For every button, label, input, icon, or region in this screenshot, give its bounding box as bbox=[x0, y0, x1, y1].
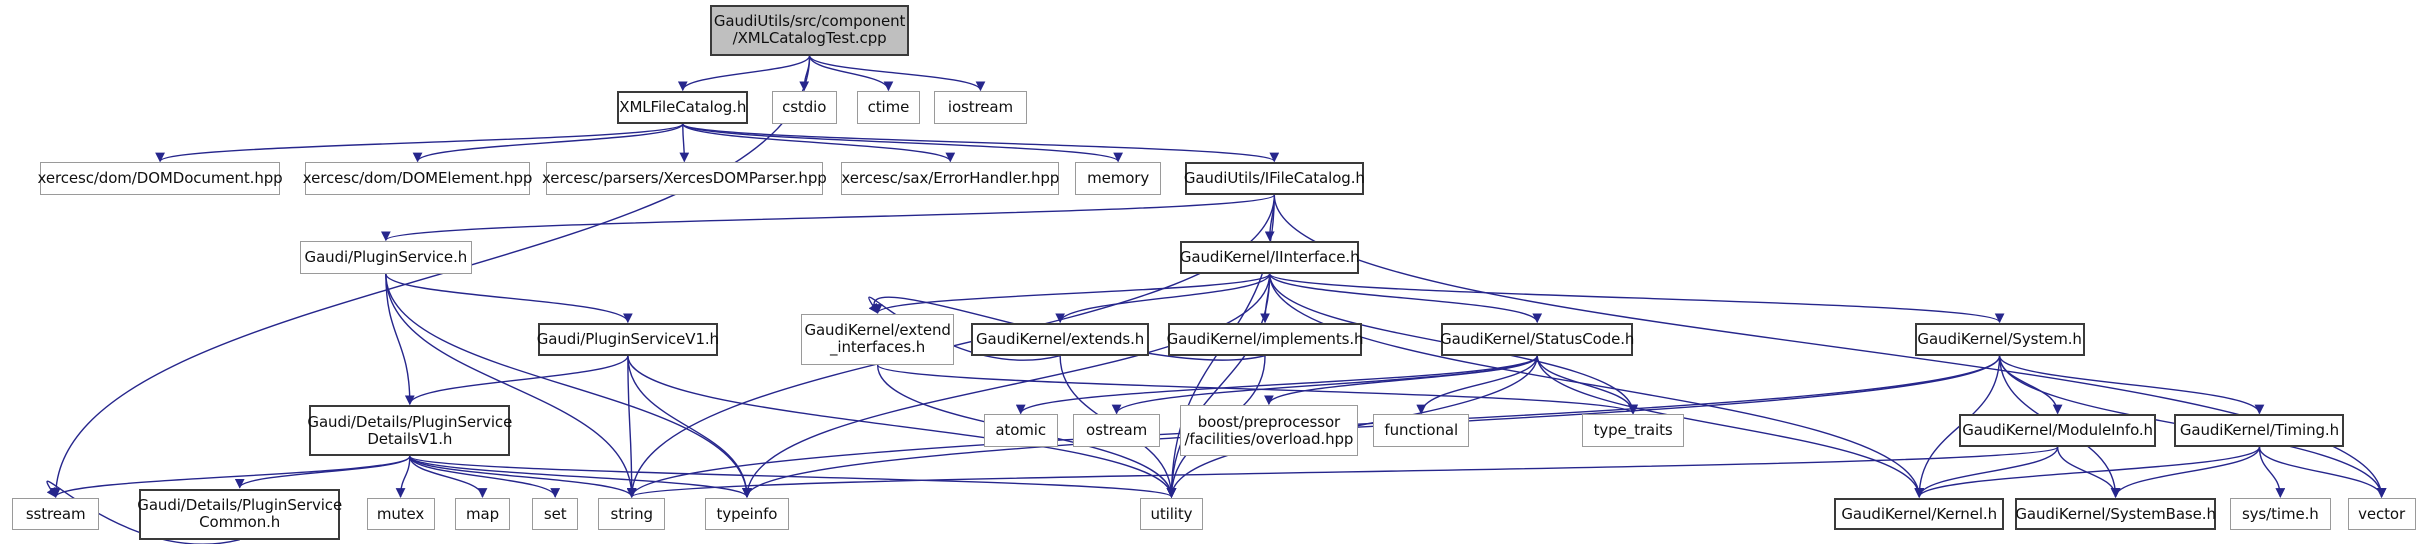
graph-node-pluginsvcv1[interactable]: Gaudi/PluginServiceV1.h bbox=[537, 323, 719, 356]
graph-node-moduleinfo[interactable]: GaudiKernel/ModuleInfo.h bbox=[1959, 414, 2156, 447]
graph-node-errhandler[interactable]: xercesc/sax/ErrorHandler.hpp bbox=[841, 162, 1060, 195]
graph-node-statuscode[interactable]: GaudiKernel/StatusCode.h bbox=[1440, 323, 1634, 356]
graph-node-functional[interactable]: functional bbox=[1373, 414, 1470, 447]
graph-node-implements[interactable]: GaudiKernel/implements.h bbox=[1167, 323, 1364, 356]
graph-node-mutex[interactable]: mutex bbox=[366, 497, 435, 531]
graph-node-ifilecat[interactable]: GaudiUtils/IFileCatalog.h bbox=[1184, 162, 1365, 195]
graph-node-iostream[interactable]: iostream bbox=[934, 91, 1027, 124]
graph-node-pscommon[interactable]: Gaudi/Details/PluginService Common.h bbox=[137, 488, 342, 540]
graph-node-ctime[interactable]: ctime bbox=[856, 91, 921, 124]
graph-node-ostream[interactable]: ostream bbox=[1073, 414, 1160, 447]
graph-node-pluginsvc[interactable]: Gaudi/PluginService.h bbox=[300, 241, 472, 274]
graph-node-iinterface[interactable]: GaudiKernel/IInterface.h bbox=[1180, 241, 1360, 274]
graph-node-string[interactable]: string bbox=[598, 497, 665, 531]
graph-node-system[interactable]: GaudiKernel/System.h bbox=[1914, 323, 2085, 356]
graph-node-domdoc[interactable]: xercesc/dom/DOMDocument.hpp bbox=[38, 162, 283, 195]
graph-node-extendint[interactable]: GaudiKernel/extend _interfaces.h bbox=[801, 313, 955, 365]
graph-node-atomic[interactable]: atomic bbox=[983, 414, 1058, 447]
graph-node-sstream[interactable]: sstream bbox=[12, 497, 99, 531]
graph-node-map[interactable]: map bbox=[454, 497, 511, 531]
graph-node-xmlfc[interactable]: XMLFileCatalog.h bbox=[617, 91, 749, 124]
graph-node-typetraits[interactable]: type_traits bbox=[1582, 414, 1685, 447]
graph-node-set[interactable]: set bbox=[531, 497, 579, 531]
graph-node-root[interactable]: GaudiUtils/src/component /XMLCatalogTest… bbox=[709, 4, 910, 56]
graph-node-typeinfo[interactable]: typeinfo bbox=[705, 497, 789, 531]
graph-node-kernel[interactable]: GaudiKernel/Kernel.h bbox=[1834, 497, 2005, 531]
graph-node-memory[interactable]: memory bbox=[1074, 162, 1162, 195]
graph-node-psdetv1[interactable]: Gaudi/Details/PluginService DetailsV1.h bbox=[307, 405, 512, 457]
graph-node-cstdio[interactable]: cstdio bbox=[771, 91, 837, 124]
graph-node-utility[interactable]: utility bbox=[1139, 497, 1204, 531]
graph-node-boostpp[interactable]: boost/preprocessor /facilities/overload.… bbox=[1179, 405, 1358, 457]
graph-node-timing[interactable]: GaudiKernel/Timing.h bbox=[2174, 414, 2345, 447]
graph-node-extends[interactable]: GaudiKernel/extends.h bbox=[971, 323, 1150, 356]
graph-node-vector[interactable]: vector bbox=[2347, 497, 2416, 531]
graph-node-systime[interactable]: sys/time.h bbox=[2230, 497, 2331, 531]
graph-node-domelem[interactable]: xercesc/dom/DOMElement.hpp bbox=[303, 162, 532, 195]
graph-node-xdomparser[interactable]: xercesc/parsers/XercesDOMParser.hpp bbox=[542, 162, 827, 195]
graph-node-systembase[interactable]: GaudiKernel/SystemBase.h bbox=[2015, 497, 2217, 531]
